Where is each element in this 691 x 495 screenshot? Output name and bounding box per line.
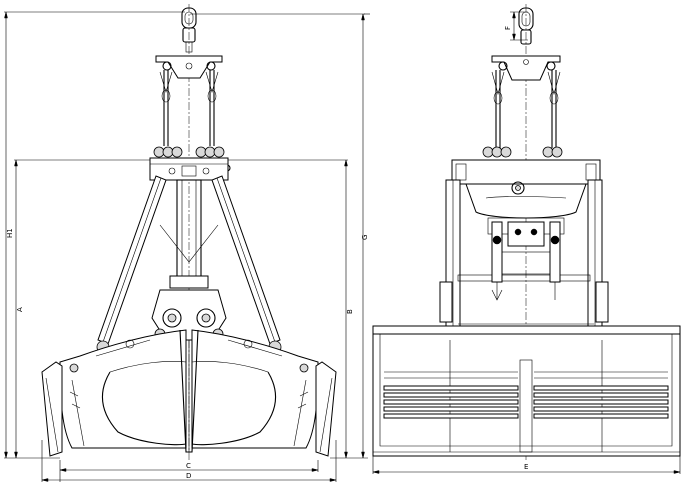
front-shackle <box>155 7 223 79</box>
front-shell-pins <box>69 339 309 373</box>
front-upper-beam <box>149 157 229 181</box>
side-bucket-box <box>372 325 681 457</box>
dim-label-b: B <box>346 309 354 314</box>
side-ropes <box>491 70 561 148</box>
side-bucket-ribs-left <box>383 371 519 419</box>
side-frame-posts <box>439 179 609 351</box>
dim-label-f: F <box>504 26 512 30</box>
side-shackle <box>491 7 561 81</box>
side-upper-frame <box>451 159 601 219</box>
dim-label-e: E <box>524 463 528 471</box>
side-view: F G E <box>361 4 681 474</box>
side-bucket-ribs-right <box>533 371 669 419</box>
front-lower-hinge <box>151 289 227 341</box>
dim-label-c: C <box>186 462 191 470</box>
side-pulleys <box>482 146 563 158</box>
dim-label-g: G <box>361 235 369 240</box>
front-dimension-lines <box>4 11 368 482</box>
front-view: H1 A B C D <box>4 4 368 482</box>
front-centre-column <box>159 179 219 289</box>
front-upper-ropes <box>159 70 219 146</box>
front-bucket-shells <box>59 329 319 453</box>
front-side-plates <box>41 361 337 457</box>
dim-label-h1: H1 <box>6 228 14 238</box>
dim-label-d: D <box>186 472 191 480</box>
side-inner-mechanism <box>487 217 565 301</box>
front-pulleys <box>153 146 231 172</box>
dim-label-a: A <box>16 307 24 312</box>
